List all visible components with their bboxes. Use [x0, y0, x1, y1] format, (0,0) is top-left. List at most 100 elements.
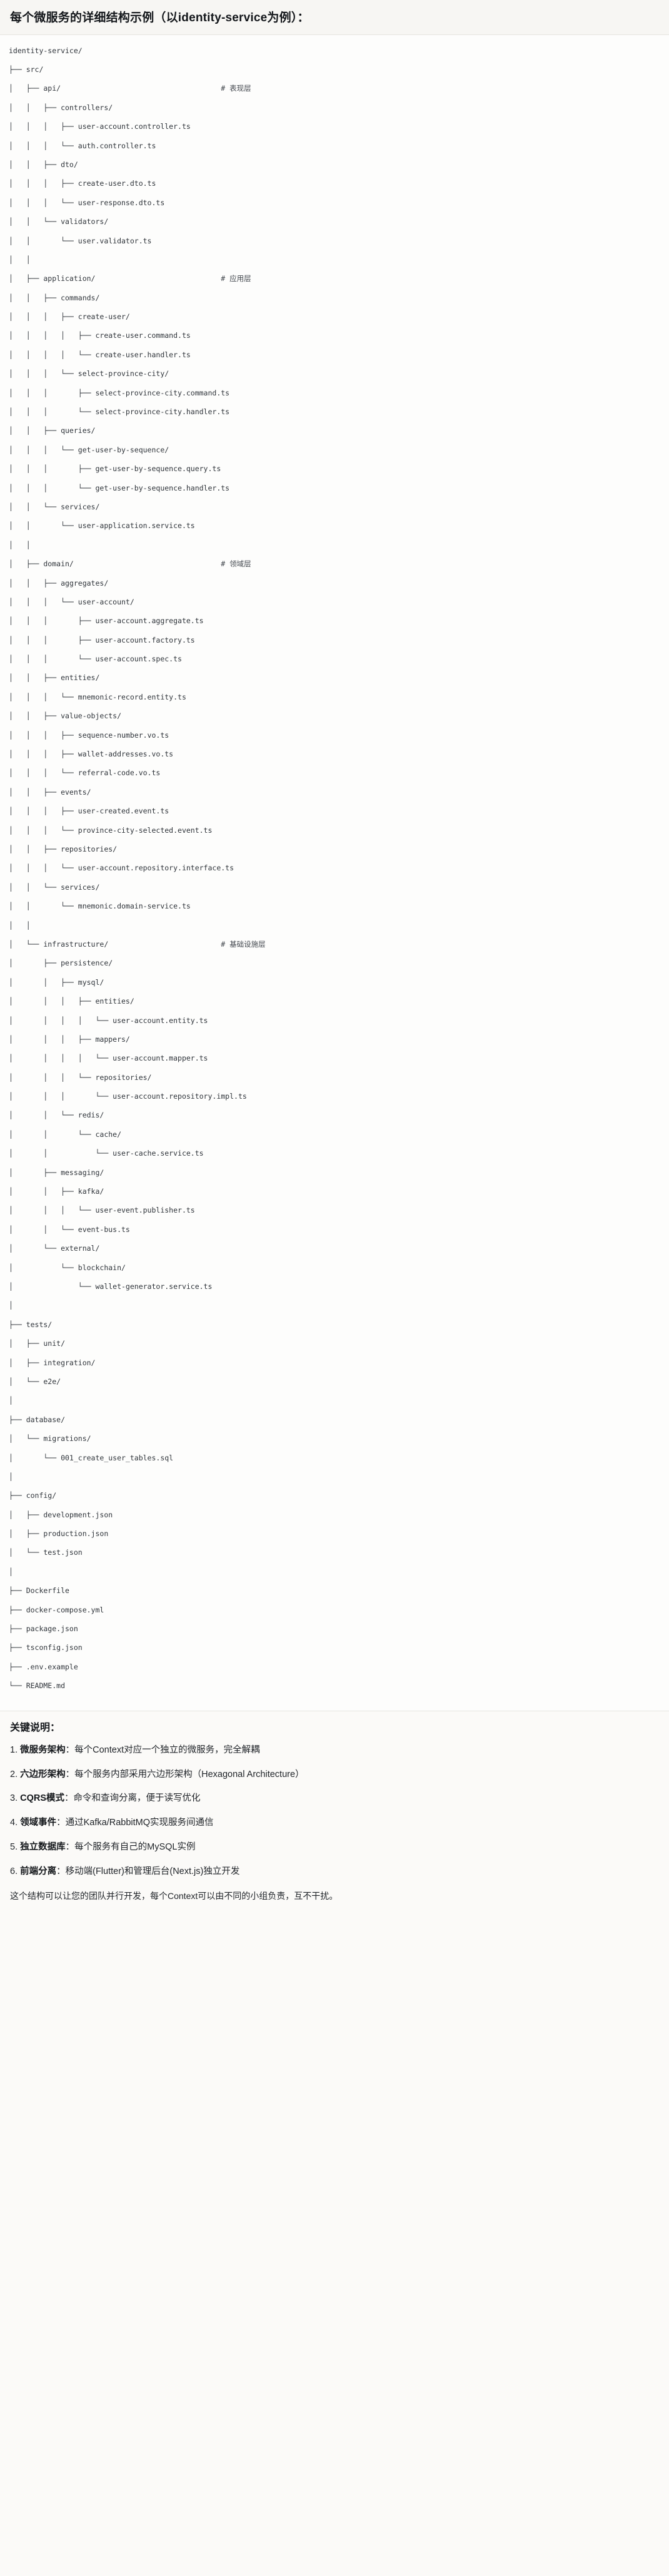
tree-node-label: │ │ │ └── province-city-selected.event.t…: [9, 825, 213, 835]
key-note-term: 微服务架构: [20, 1744, 66, 1755]
tree-node-label: │ │ ├── repositories/: [9, 845, 118, 853]
tree-node-label: │ ├── integration/: [9, 1358, 96, 1367]
key-note-item: 2. 六边形架构：每个服务内部采用六边形架构（Hexagonal Archite…: [10, 1768, 659, 1782]
tree-node-comment: # 表现层: [221, 84, 251, 93]
tree-node-label: │ │ └── services/: [9, 882, 100, 892]
tree-node-label: │ │ └── services/: [9, 502, 100, 511]
tree-node-label: │ │ │ ├── user-account.factory.ts: [9, 635, 195, 644]
tree-node-label: ├── src/: [9, 64, 44, 74]
tree-node-label: │ │ │ └── user-response.dto.ts: [9, 198, 165, 207]
tree-node-label: │ └── 001_create_user_tables.sql: [9, 1453, 174, 1462]
tree-node-label: │ │ └── user.validator.ts: [9, 236, 152, 245]
tree-line: │ ├── application/ # 应用层: [9, 274, 660, 283]
key-note-index: 5.: [10, 1841, 21, 1852]
key-note-term: 独立数据库: [20, 1841, 66, 1852]
tree-node-label: │ │ ├── dto/: [9, 160, 78, 169]
tree-node-label: │ ├── persistence/: [9, 959, 113, 968]
key-note-term: 六边形架构: [20, 1769, 66, 1779]
tree-node-label: ├── .env.example: [9, 1662, 78, 1671]
tree-node-label: │ ├── development.json: [9, 1510, 113, 1519]
tree-node-label: │ └── migrations/: [9, 1434, 91, 1443]
tree-node-label: │ │ │ ├── get-user-by-sequence.query.ts: [9, 464, 221, 474]
tree-node-label: │ │ │ └── get-user-by-sequence.handler.t…: [9, 483, 230, 492]
key-note-separator: ：: [65, 1744, 75, 1755]
tree-node-label: ├── Dockerfile: [9, 1586, 69, 1596]
tree-node-label: │ │ │ │ └── user-account.mapper.ts: [9, 1054, 208, 1063]
document-header: 每个微服务的详细结构示例（以identity-service为例）：: [0, 0, 669, 35]
key-note-index: 6.: [10, 1866, 21, 1876]
key-note-item: 5. 独立数据库：每个服务有自己的MySQL实例: [10, 1841, 659, 1855]
directory-tree-block: identity-service/ ├── src/ │ ├── api/ # …: [0, 34, 669, 1711]
tree-node-label: │ │ ├── events/: [9, 787, 91, 797]
tree-node-label: ├── tsconfig.json: [9, 1643, 83, 1652]
tree-node-label: │ │ ├── aggregates/: [9, 578, 109, 588]
tree-line: │ └── infrastructure/ # 基础设施层: [9, 940, 660, 949]
tree-node-label: │ │ ├── kafka/: [9, 1187, 104, 1196]
tree-node-label: │ │ │ │ └── user-account.entity.ts: [9, 1016, 208, 1025]
key-note-term: 前端分离: [20, 1866, 57, 1876]
key-note-description: 每个服务有自己的MySQL实例: [74, 1841, 196, 1852]
tree-node-label: │ │ │ └── user-event.publisher.ts: [9, 1206, 195, 1215]
tree-node-label: │ │ │ ├── user-account.controller.ts: [9, 122, 191, 131]
tree-node-label: │ │ │ └── repositories/: [9, 1072, 152, 1082]
key-note-separator: ：: [56, 1818, 66, 1828]
tree-node-label: │ │ │ └── select-province-city/: [9, 369, 169, 379]
tree-node-label: │ │ │ └── auth.controller.ts: [9, 141, 156, 150]
page-title: 每个微服务的详细结构示例（以identity-service为例）：: [10, 11, 309, 24]
tree-node-label: │: [9, 1396, 13, 1405]
tree-node-label: │ │ │ ├── create-user.dto.ts: [9, 179, 156, 188]
key-note-description: 通过Kafka/RabbitMQ实现服务间通信: [65, 1818, 214, 1828]
tree-node-label: │ └── test.json: [9, 1548, 83, 1557]
tree-node-label: │ │ │ ├── entities/: [9, 997, 134, 1006]
key-note-description: 每个服务内部采用六边形架构（Hexagonal Architecture）: [74, 1769, 304, 1779]
tree-node-label: │ │: [9, 255, 31, 264]
key-note-index: 4.: [10, 1818, 21, 1828]
tree-node-label: │: [9, 1301, 13, 1310]
tree-node-label: │ │ └── event-bus.ts: [9, 1224, 130, 1234]
tree-node-label: │ └── external/: [9, 1244, 100, 1253]
tree-node-label: │ │ └── cache/: [9, 1129, 122, 1139]
tree-node-label: │ │: [9, 540, 31, 549]
tree-node-label: ├── docker-compose.yml: [9, 1605, 104, 1614]
tree-node-label: │ │ └── mnemonic.domain-service.ts: [9, 902, 191, 911]
tree-node-label: │ │ │ ├── create-user/: [9, 312, 130, 322]
key-notes-title: 关键说明：: [10, 1722, 61, 1733]
tree-node-label: │ └── e2e/: [9, 1377, 61, 1386]
tree-node-label: │ ├── messaging/: [9, 1168, 104, 1177]
tree-node-label: ├── config/: [9, 1491, 57, 1500]
tree-node-label: ├── database/: [9, 1415, 66, 1424]
key-note-separator: ：: [65, 1769, 75, 1779]
tree-node-label: └── README.md: [9, 1681, 66, 1691]
tree-node-label: identity-service/: [9, 46, 83, 55]
tree-node-label: │ │ │ └── user-account.repository.impl.t…: [9, 1092, 247, 1101]
tree-node-label: │ ├── domain/: [9, 559, 221, 569]
key-note-description: 每个Context对应一个独立的微服务，完全解耦: [74, 1744, 260, 1755]
tree-node-label: │ ├── production.json: [9, 1529, 109, 1539]
key-note-item: 3. CQRS模式：命令和查询分离，便于读写优化: [10, 1792, 659, 1806]
key-note-index: 3.: [10, 1793, 21, 1804]
tree-node-label: │ │ ├── queries/: [9, 426, 96, 435]
tree-node-label: ├── package.json: [9, 1624, 78, 1634]
tree-node-label: │ ├── unit/: [9, 1339, 66, 1348]
tree-node-label: │ │ │ └── select-province-city.handler.t…: [9, 407, 230, 417]
tree-node-label: │ │ │ ├── user-created.event.ts: [9, 807, 169, 816]
tree-node-label: │ ├── application/: [9, 274, 221, 283]
tree-node-label: │ │ └── user-cache.service.ts: [9, 1149, 204, 1158]
tree-node-label: │ │ ├── mysql/: [9, 977, 104, 987]
tree-node-label: │ │ │ └── get-user-by-sequence/: [9, 445, 169, 454]
tree-node-label: │ │ │ ├── select-province-city.command.t…: [9, 388, 230, 397]
tree-node-label: ├── tests/: [9, 1320, 53, 1329]
tree-node-label: │ │ │ └── user-account.spec.ts: [9, 654, 182, 664]
key-note-description: 移动端(Flutter)和管理后台(Next.js)独立开发: [65, 1866, 240, 1876]
tree-node-label: │ │ │ ├── wallet-addresses.vo.ts: [9, 750, 174, 759]
tree-node-label: │ │ └── redis/: [9, 1111, 104, 1120]
tree-node-label: │ └── infrastructure/: [9, 939, 221, 949]
key-note-item: 4. 领域事件：通过Kafka/RabbitMQ实现服务间通信: [10, 1816, 659, 1830]
tree-node-label: │ │ │ │ ├── create-user.command.ts: [9, 331, 191, 340]
key-note-separator: ：: [56, 1866, 66, 1876]
tree-node-label: │ │ │ │ └── create-user.handler.ts: [9, 350, 191, 359]
tree-node-label: │ │ ├── value-objects/: [9, 711, 122, 721]
tree-node-comment: # 领域层: [221, 559, 251, 569]
tree-node-label: │ │ │ └── referral-code.vo.ts: [9, 768, 161, 778]
